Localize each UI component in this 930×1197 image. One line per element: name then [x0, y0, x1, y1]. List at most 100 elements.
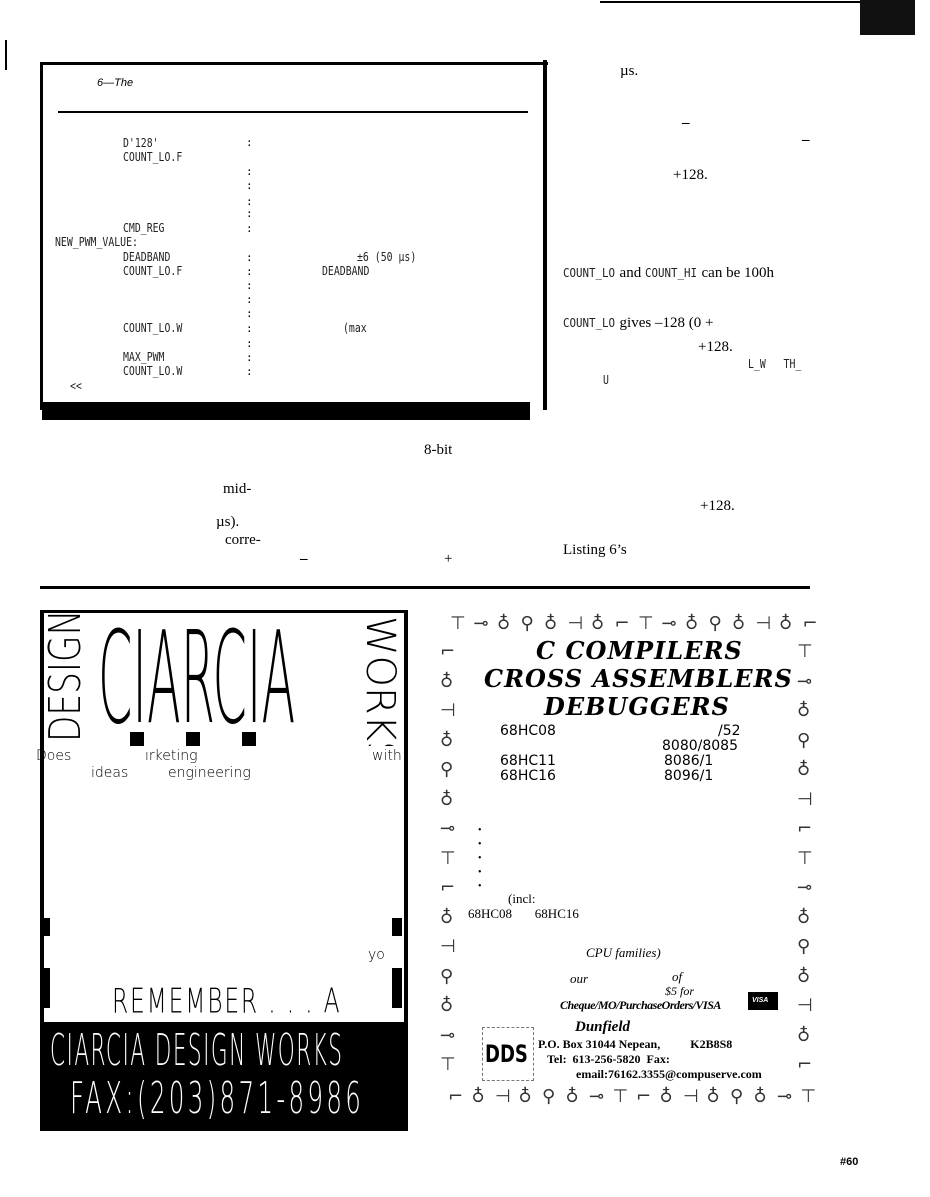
ad-tab — [392, 918, 402, 936]
logo-works: WORKS — [357, 616, 400, 746]
text-dash: – — [802, 132, 810, 148]
pliers-icon: ♁ — [440, 906, 454, 928]
pliers-icon: ♁ — [440, 670, 454, 692]
pliers-icon: ♁ — [659, 1086, 673, 1107]
pliers-icon: ♁ — [440, 995, 454, 1016]
address: P.O. Box 31044 Nepean, K2B8S8 — [538, 1037, 733, 1051]
comment-colon: : — [246, 195, 253, 208]
pliers-icon: ♁ — [518, 1086, 532, 1107]
logo-block — [186, 732, 200, 746]
text-fragment: + — [444, 551, 453, 567]
drill-icon: ⌐ — [440, 641, 456, 662]
headline-debuggers: DEBUGGERS — [544, 692, 730, 721]
comment-colon: : — [246, 165, 253, 178]
email: email:76162.3355@compuserve.com — [576, 1067, 762, 1081]
screwdriver-icon: ⊸ — [473, 613, 489, 634]
drill-icon: ⌐ — [636, 1086, 652, 1107]
headline-cross-assemblers: CROSS ASSEMBLERS — [484, 664, 793, 693]
comment-colon: : — [246, 351, 253, 364]
wrench-icon: ⚲ — [440, 759, 454, 780]
code-end-marker: << — [70, 379, 82, 393]
payment-methods: Cheque/MO/PurchaseOrders/VISA — [560, 998, 721, 1012]
listing-caption-rule — [58, 111, 528, 113]
pliers-icon: ♁ — [797, 1024, 811, 1046]
dds-stamp-logo: DDS — [482, 1027, 534, 1081]
chip-label: 8080/8085 — [662, 738, 738, 754]
saw-icon: ⊣ — [755, 613, 772, 634]
drill-icon: ⌐ — [440, 877, 456, 898]
text-line: COUNT_LO and COUNT_HI can be 100h — [563, 266, 774, 281]
comment-colon: : — [246, 365, 253, 378]
ad-text: CPU families) — [586, 945, 661, 960]
telephone: Tel: 613-256-5820 Fax: — [547, 1052, 670, 1066]
pliers-icon: ♁ — [797, 759, 811, 780]
text-fragment: and — [615, 265, 645, 281]
screwdriver-icon: ⊸ — [777, 1086, 793, 1107]
drill-icon: ⌐ — [797, 1054, 813, 1075]
ciarcia-logo: DESIGN CIARCIA WORKS — [44, 614, 400, 746]
ad-text: (incl: — [508, 891, 536, 906]
fax-number: FAX:(203)871-8986 — [70, 1073, 365, 1125]
text-fragment: µs. — [620, 63, 639, 79]
code-fragment: U — [603, 373, 609, 387]
pliers-icon: ♁ — [440, 729, 454, 751]
text-fragment: +128. — [673, 167, 708, 183]
saw-icon: ⊣ — [797, 995, 813, 1016]
logo-block — [130, 732, 144, 746]
chip-label: 68HC16 — [500, 768, 556, 784]
ciarcia-ad — [40, 610, 408, 1131]
listing-bottom-bar — [42, 402, 530, 420]
listing-right-rule — [543, 60, 547, 410]
screwdriver-icon: ⊸ — [440, 818, 456, 839]
ad-text: ideas — [91, 765, 129, 781]
margin-mark — [5, 40, 7, 70]
code-operand: COUNT_LO.F — [123, 264, 183, 278]
ad-text: with — [372, 748, 402, 764]
saw-icon: ⊣ — [495, 1086, 511, 1107]
ad-text: yo — [368, 947, 385, 963]
saw-icon: ⊣ — [567, 613, 584, 634]
pliers-icon: ♁ — [706, 1086, 720, 1107]
wrench-icon: ⚲ — [440, 965, 454, 987]
hammer-icon: ⊤ — [638, 613, 654, 634]
code-operand: CMD_REG — [123, 221, 165, 235]
screwdriver-icon: ⊸ — [440, 1024, 456, 1046]
hammer-icon: ⊤ — [612, 1086, 629, 1107]
comment-colon: : — [246, 337, 253, 350]
code-operand: DEADBAND — [123, 250, 171, 264]
text-fragment: gives –128 (0 + — [615, 315, 714, 331]
code-comment: ±6 (50 µs) — [357, 250, 417, 264]
ad-text: Does — [36, 748, 72, 764]
headline-c-compilers: C COMPILERS — [536, 636, 743, 665]
bullet: • — [478, 881, 482, 892]
reader-service-number: #60 — [840, 1156, 859, 1168]
pliers-icon: ♁ — [732, 613, 746, 634]
header-rule — [600, 1, 862, 3]
text-fragment: corre- — [225, 532, 261, 548]
hammer-icon: ⊤ — [440, 1054, 456, 1075]
comment-colon: : — [246, 222, 253, 235]
pliers-icon: ♁ — [565, 1086, 579, 1107]
ad-text: engineering — [168, 765, 251, 781]
ad-text: our — [570, 971, 589, 986]
bullet: • — [478, 853, 482, 864]
chip-label: 68HC11 — [500, 753, 556, 769]
comment-colon: : — [246, 265, 253, 278]
text-fragment: µs). — [216, 514, 240, 530]
code-ref: COUNT_HI — [644, 266, 697, 280]
code-operand: D'128' — [123, 136, 159, 150]
listing-box — [40, 62, 548, 410]
wrench-icon: ⚲ — [708, 613, 722, 634]
code-comment: DEADBAND — [322, 264, 370, 278]
ad-text: 68HC08 68HC16 — [468, 906, 579, 921]
chip-label: 68HC08 — [500, 723, 556, 739]
text-fragment: mid- — [223, 481, 252, 497]
visa-logo: VISA — [748, 992, 778, 1010]
pliers-icon: ♁ — [779, 613, 793, 634]
text-fragment: 8-bit — [424, 442, 453, 458]
bullet: • — [478, 839, 482, 850]
remember-headline: REMEMBER . . . A — [112, 982, 342, 1022]
ad-tab — [392, 968, 402, 1008]
visa-text: VISA — [752, 997, 769, 1004]
ciarcia-footer-band: CIARCIA DESIGN WORKS FAX:(203)871-8986 — [40, 1022, 404, 1128]
